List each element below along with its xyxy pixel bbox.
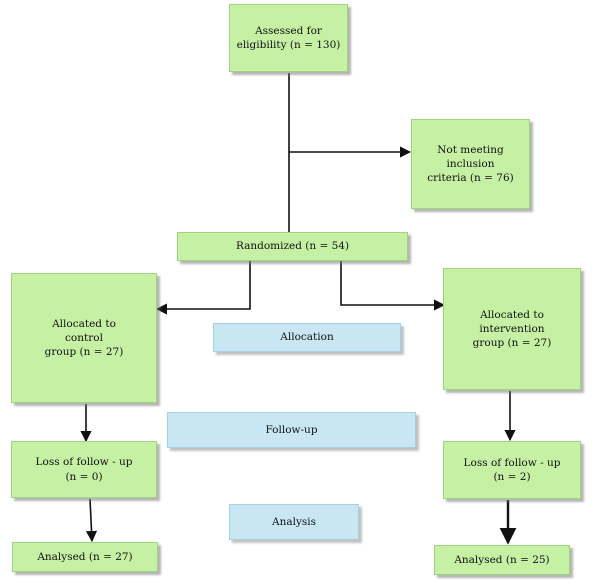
randomized-box: Randomized (n = 54) (177, 232, 408, 261)
assessed-box: Assessed for eligibility (n = 130) (229, 4, 348, 72)
arrow-control-loss-to-analysed (85, 498, 98, 543)
intervention-analysed-box: Analysed (n = 25) (434, 545, 570, 575)
control-allocated-box: Allocated to control group (n = 27) (11, 273, 157, 403)
stage-allocation: Allocation (213, 323, 401, 352)
intervention-loss-box: Loss of follow - up (n = 2) (443, 441, 581, 499)
arrow-to-intervention (250, 255, 446, 311)
stage-follow-up: Follow-up (167, 412, 416, 448)
arrow-to-control (155, 256, 251, 315)
excluded-box: Not meeting inclusion criteria (n = 76) (411, 119, 530, 209)
stage-analysis: Analysis (229, 504, 359, 540)
control-loss-box: Loss of follow - up (n = 0) (11, 441, 157, 498)
control-analysed-box: Analysed (n = 27) (12, 542, 158, 572)
intervention-allocated-box: Allocated to intervention group (n = 27) (443, 268, 581, 390)
